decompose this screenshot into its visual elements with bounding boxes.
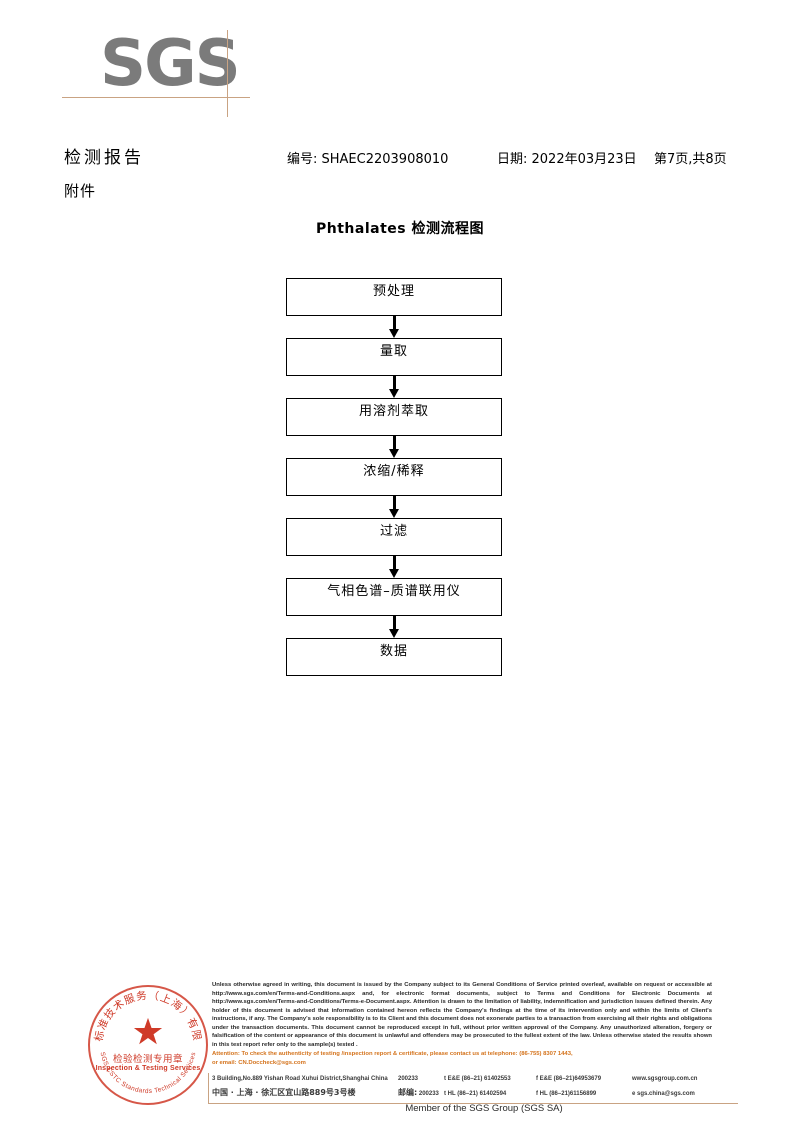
flow-arrow-icon: [286, 616, 502, 638]
flow-node-label: 量取: [379, 344, 408, 359]
contact-row-cn: 中国 · 上海 · 徐汇区宜山路889号3号楼 邮编: 200233 t HL …: [212, 1085, 742, 1100]
postcode-cn-label: 邮编:: [398, 1088, 418, 1098]
postcode-cn-value: 200233: [418, 1091, 439, 1098]
sgs-wordmark: SGS: [100, 27, 241, 101]
address-en-text: 3 Building,No.889 Yishan Road Xuhui Dist…: [212, 1076, 388, 1082]
email[interactable]: e sgs.china@sgs.com: [632, 1091, 695, 1098]
flow-node-concentration-dilution: 浓缩/稀释: [286, 458, 502, 496]
flow-node-data: 数据: [286, 638, 502, 676]
flowchart: 预处理 量取 用溶剂萃取 浓缩/稀释 过滤 气相色谱–质谱联: [286, 278, 502, 676]
legal-disclaimer: Unless otherwise agreed in writing, this…: [212, 981, 712, 1068]
flow-node-label: 预处理: [372, 284, 415, 299]
flow-arrow-icon: [286, 376, 502, 398]
tel-ee: t E&E (86–21) 61402553: [444, 1076, 511, 1082]
address-cn: 中国 · 上海 · 徐汇区宜山路889号3号楼: [212, 1088, 356, 1098]
flowchart-title: Phthalates 检测流程图: [316, 221, 484, 237]
report-date: 日期: 2022年03月23日: [497, 152, 637, 167]
seal-outer-ring: [88, 985, 208, 1105]
flow-node-label: 数据: [379, 644, 408, 659]
flow-arrow-icon: [286, 496, 502, 518]
member-line-text: Member of the SGS Group (SGS SA): [405, 1103, 563, 1114]
flow-node-label: 浓缩/稀释: [363, 464, 425, 479]
seal-center-cn-label: 检验检测专用章: [112, 1054, 183, 1065]
seal-center-en-label: Inspection & Testing Services: [95, 1065, 201, 1072]
tel-hl: t HL (86–21) 61402594: [444, 1091, 507, 1098]
footer-divider-horizontal: [208, 1103, 738, 1104]
company-contact-block: 3 Building,No.889 Yishan Road Xuhui Dist…: [212, 1074, 742, 1101]
logo-horizontal-rule: [62, 97, 250, 98]
attachment-label: 附件: [64, 182, 97, 200]
postcode-cn: 邮编: 200233: [398, 1085, 444, 1100]
postcode-en: 200233: [398, 1076, 419, 1082]
seal-arc-text-bottom: SGS-CSTC Standards Technical Services: [99, 1051, 198, 1095]
flow-arrow-icon: [286, 556, 502, 578]
flow-node-gcms: 气相色谱–质谱联用仪: [286, 578, 502, 616]
website[interactable]: www.sgsgroup.com.cn: [632, 1076, 698, 1082]
flow-node-label: 过滤: [379, 524, 408, 539]
address-en: 3 Building,No.889 Yishan Road Xuhui Dist…: [212, 1074, 398, 1085]
legal-paragraph: Unless otherwise agreed in writing, this…: [212, 982, 712, 1048]
logo-vertical-rule: [227, 30, 228, 117]
flow-arrow-icon: [286, 316, 502, 338]
sgs-logo: SGS: [62, 30, 320, 120]
member-line: Member of the SGS Group (SGS SA): [0, 1103, 800, 1114]
attention-line-1: Attention: To check the authenticity of …: [212, 1051, 573, 1057]
page-footer: 国际标准技术服务（上海）有限公司 SGS-CSTC Standards Tech…: [0, 975, 800, 1131]
official-seal-stamp: 国际标准技术服务（上海）有限公司 SGS-CSTC Standards Tech…: [88, 985, 208, 1105]
fax-hl: f HL (86–21)61156899: [536, 1091, 597, 1098]
flow-node-solvent-extraction: 用溶剂萃取: [286, 398, 502, 436]
attention-line-2: or email: CN.Doccheck@sgs.com: [212, 1060, 306, 1067]
flow-node-filtration: 过滤: [286, 518, 502, 556]
five-pointed-star-icon: [133, 1017, 163, 1045]
page-title: 检测报告: [64, 148, 144, 168]
fax-ee: f E&E (86–21)64953679: [536, 1076, 602, 1082]
contact-row-en: 3 Building,No.889 Yishan Road Xuhui Dist…: [212, 1074, 742, 1085]
flow-node-label: 气相色谱–质谱联用仪: [327, 584, 461, 599]
flow-node-label: 用溶剂萃取: [358, 404, 429, 419]
flow-node-measure: 量取: [286, 338, 502, 376]
flow-node-pretreatment: 预处理: [286, 278, 502, 316]
report-number: 编号: SHAEC2203908010: [287, 152, 449, 167]
flow-arrow-icon: [286, 436, 502, 458]
footer-divider-vertical: [208, 1073, 209, 1103]
page-indicator: 第7页,共8页: [654, 152, 727, 167]
